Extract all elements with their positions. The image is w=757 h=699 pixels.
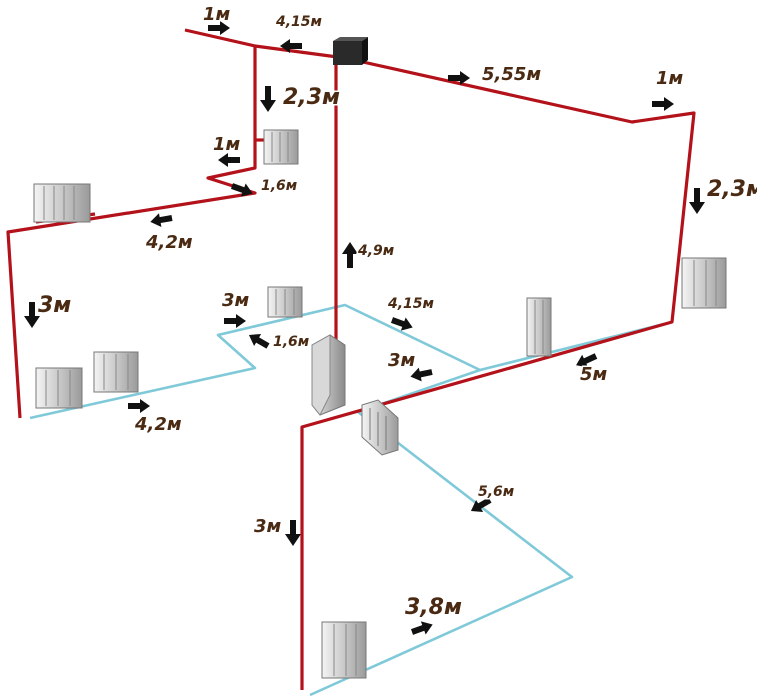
length-label: 4,2м [145,232,193,253]
radiator-icon [321,621,367,679]
arrow-icon [652,97,674,111]
length-label: 3м [222,290,250,311]
arrow-icon [260,86,276,112]
arrow-icon [689,188,705,214]
length-label: 4,9м [357,243,394,259]
length-label: 1,6м [261,178,297,194]
radiator-icon [267,286,303,318]
arrow-icon [409,617,436,639]
arrow-icon [218,153,240,167]
length-label: 4,2м [134,414,182,435]
length-label: 3м [254,516,282,537]
arrow-icon [342,242,358,268]
length-label: 2,3м [283,85,340,110]
flow-arrows [24,21,705,639]
length-label: 4,15м [275,14,322,30]
length-label: 5,6м [478,484,514,500]
length-label: 3,8м [405,595,462,620]
radiators [33,129,727,679]
boiler-icon [311,334,346,416]
length-label: 3м [388,350,416,371]
radiator-icon [33,183,91,223]
radiator-icon [361,399,399,456]
arrow-icon [285,520,301,546]
length-label: 1,6м [273,334,309,350]
length-label: 3м [38,293,71,318]
radiator-icon [681,257,727,309]
length-label: 2,3м [707,177,757,202]
radiator-icon [93,351,139,393]
arrow-icon [224,314,246,328]
radiator-icon [35,367,83,409]
length-label: 1м [203,4,231,25]
arrow-icon [128,399,150,413]
expansion-tank-icon [333,37,368,65]
length-label: 1м [656,68,684,89]
arrow-icon [245,328,272,353]
length-label: 4,15м [387,296,434,312]
arrow-icon [389,313,416,335]
arrow-icon [149,211,174,229]
length-label: 5м [580,364,608,385]
length-labels: 1м 4,15м 5,55м 1м 2,3м 1м 1,6м 4,2м 4,9м… [37,3,757,622]
radiator-icon [263,129,299,165]
radiator-icon [526,297,552,357]
length-label: 1м [213,134,241,155]
length-label: 5,55м [482,64,541,85]
